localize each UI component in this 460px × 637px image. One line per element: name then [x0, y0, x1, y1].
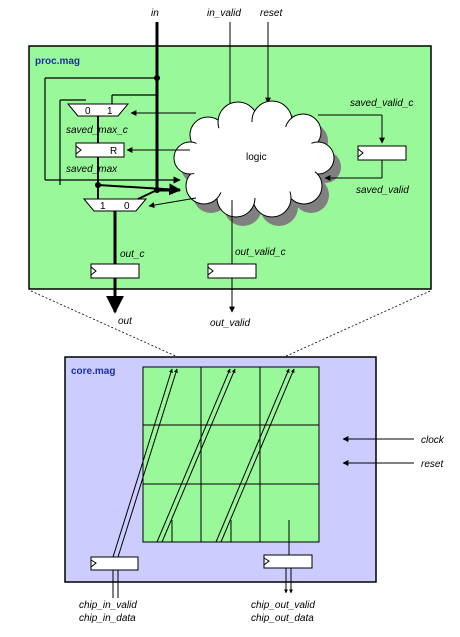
core-title: core.mag: [71, 366, 115, 377]
saved-max-label: saved_max: [66, 164, 118, 175]
logic-to-mux-bottom: [148, 197, 197, 209]
input-in-valid-label: in_valid: [207, 8, 241, 19]
register-r-label: R: [110, 146, 117, 157]
core-reset-label: reset: [421, 459, 444, 470]
junction-dot: [95, 182, 101, 188]
saved-valid-c-label: saved_valid_c: [350, 98, 413, 109]
junction-dot: [154, 75, 160, 81]
zoom-line-right: [261, 290, 431, 368]
register-out: [90, 263, 140, 279]
out-valid-label: out_valid: [210, 318, 250, 329]
mux-top-right-label: 1: [107, 106, 113, 117]
register-clock-icon: [207, 266, 214, 276]
register-clock-icon: [75, 145, 82, 155]
register-clock-icon: [90, 266, 97, 276]
register-chip-in: [90, 556, 139, 571]
out-c-label: out_c: [120, 249, 144, 260]
input-reset-label: reset: [260, 8, 283, 19]
mux-bottom-right-label: 0: [124, 201, 130, 212]
register-clock-icon: [90, 559, 97, 568]
chip-in-data-label: chip_in_data: [79, 613, 136, 624]
zoom-line-left: [30, 290, 201, 368]
out-valid-c-label: out_valid_c: [235, 247, 286, 258]
chip-in-valid-label: chip_in_valid: [79, 600, 137, 611]
mux-top: [66, 103, 130, 117]
mux-top-left-label: 0: [85, 106, 91, 117]
out-label: out: [118, 316, 133, 327]
register-clock-icon: [263, 557, 270, 566]
saved-max-c-label: saved_max_c: [66, 125, 128, 136]
proc-array-grid: [142, 366, 320, 543]
mux-bottom: [82, 198, 148, 212]
input-in-label: in: [151, 8, 159, 19]
logic-label: logic: [246, 152, 267, 163]
register-chip-out: [263, 554, 313, 569]
systolic-chain-wires: [112, 368, 295, 558]
chip-out-data-label: chip_out_data: [251, 613, 314, 624]
chip-out-valid-label: chip_out_valid: [251, 600, 315, 611]
logic-cloud-core: [190, 122, 318, 198]
register-saved-valid: [357, 145, 407, 161]
proc-title: proc.mag: [35, 56, 80, 67]
mux-bottom-left-label: 1: [100, 201, 106, 212]
clock-label: clock: [421, 435, 445, 446]
register-saved-max: [75, 142, 125, 158]
junction-dot: [154, 187, 160, 193]
saved-valid-label: saved_valid: [356, 185, 409, 196]
register-out-valid: [207, 263, 257, 279]
register-clock-icon: [357, 148, 364, 158]
in-to-mux-bottom: [137, 189, 158, 200]
